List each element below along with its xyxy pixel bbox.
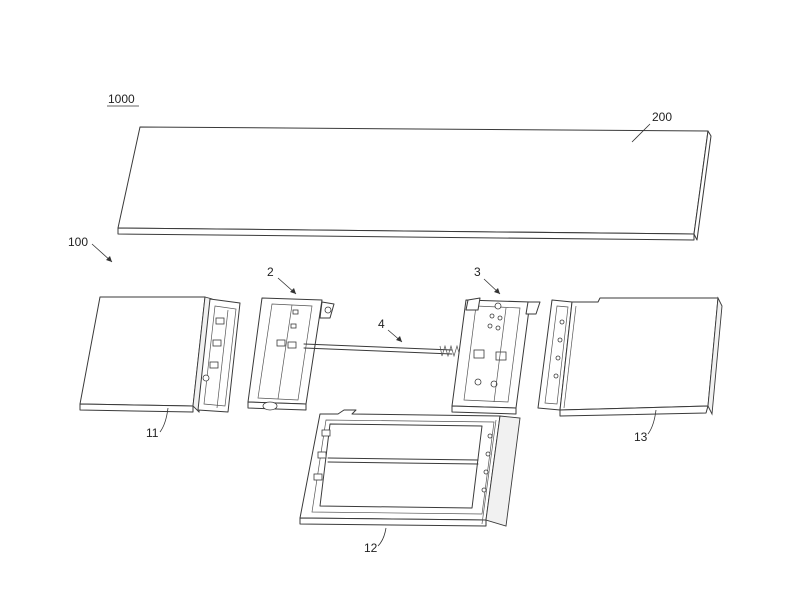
part-13-right-block xyxy=(537,296,723,417)
label-2-text: 2 xyxy=(267,265,274,279)
label-100-text: 100 xyxy=(68,235,88,249)
label-11-text: 11 xyxy=(146,426,159,440)
label-12: 12 xyxy=(364,527,387,555)
label-3-text: 3 xyxy=(474,265,481,279)
label-100: 100 xyxy=(68,235,113,263)
label-11: 11 xyxy=(146,407,169,440)
top-plate-200 xyxy=(117,126,712,241)
label-4-text: 4 xyxy=(378,317,385,331)
label-1000-text: 1000 xyxy=(108,92,135,106)
part-11-left-block xyxy=(79,296,241,413)
part-3-slider xyxy=(451,297,541,415)
label-12-text: 12 xyxy=(364,541,378,555)
label-13-text: 13 xyxy=(634,430,648,444)
label-200: 200 xyxy=(631,110,672,143)
part-12-lower-assembly xyxy=(299,409,521,527)
label-1000: 1000 xyxy=(107,92,139,107)
label-4: 4 xyxy=(378,317,403,343)
label-3: 3 xyxy=(474,265,501,295)
part-4-rod xyxy=(303,343,464,358)
label-200-text: 200 xyxy=(652,110,672,124)
label-2: 2 xyxy=(267,265,297,295)
part-2-slider xyxy=(247,297,335,411)
label-13: 13 xyxy=(634,409,657,444)
